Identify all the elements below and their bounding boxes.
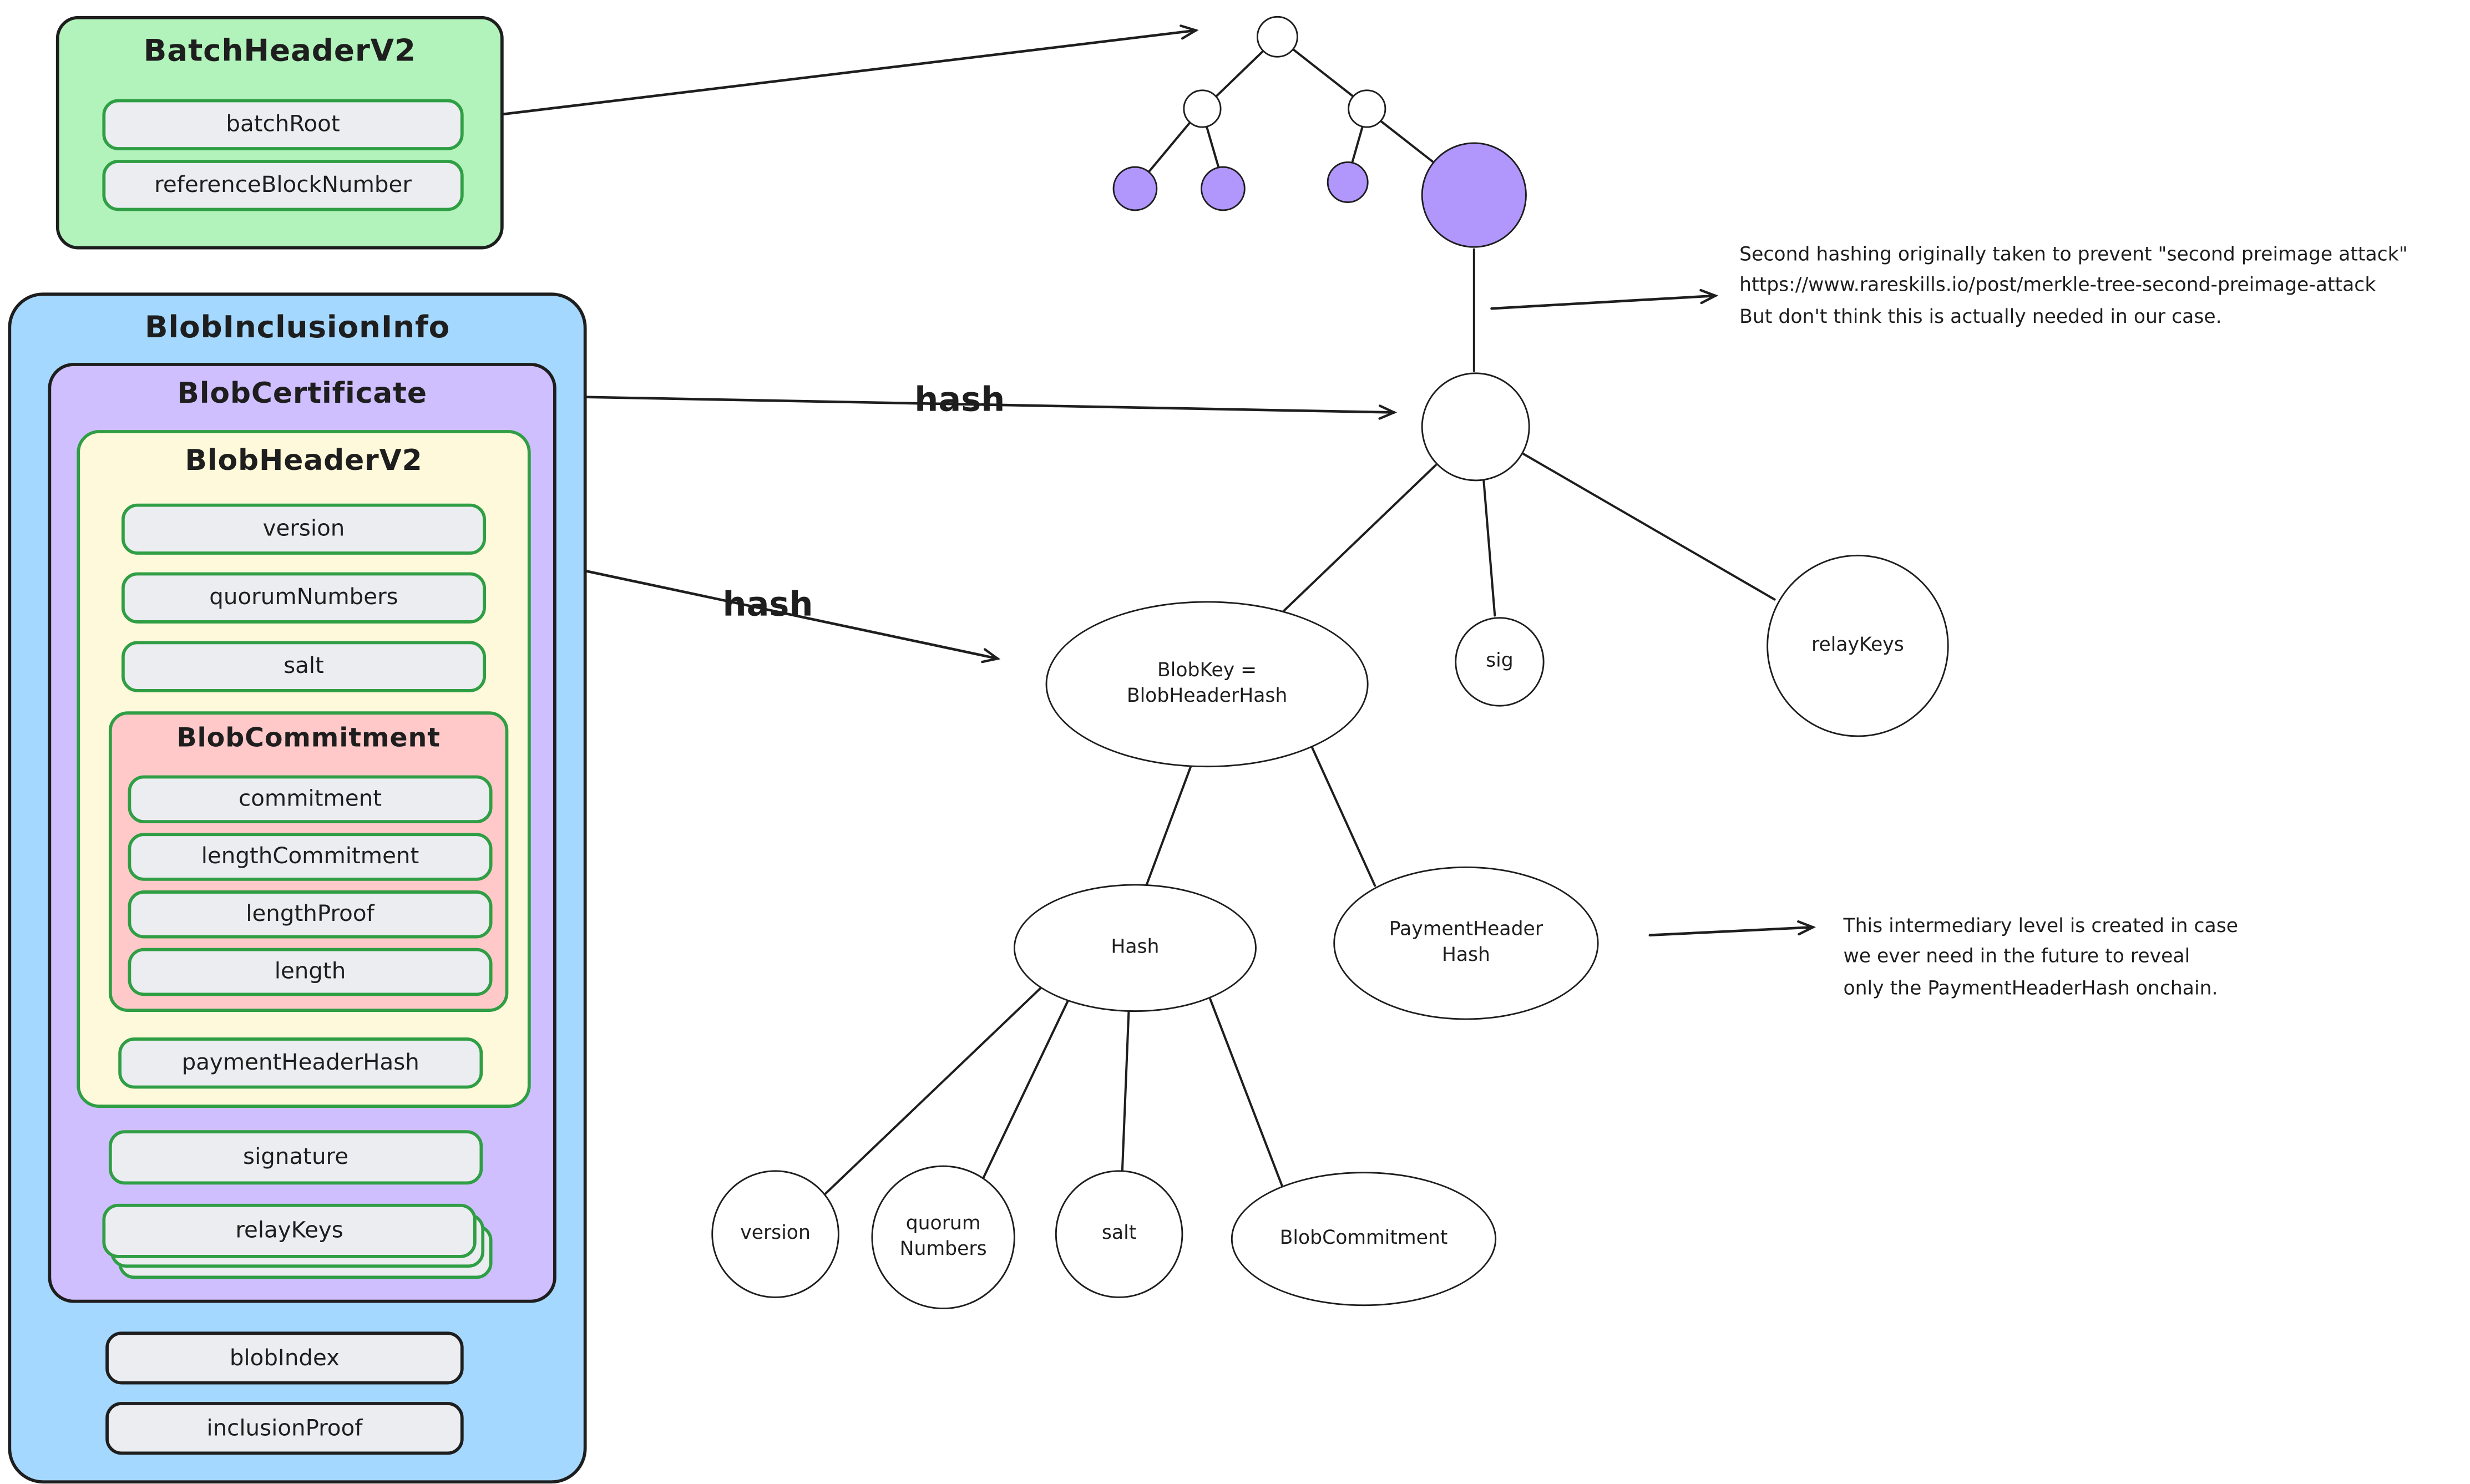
edge-hashcircle-sig	[1482, 478, 1496, 617]
merkle-leaf-3	[1327, 161, 1369, 203]
merkle-root-node	[1256, 16, 1298, 58]
blob-certificate-box: BlobCertificate BlobHeaderV2 version quo…	[48, 363, 556, 1303]
field-inclusionproof: inclusionProof	[105, 1402, 464, 1455]
field-quorumnumbers: quorumNumbers	[122, 572, 487, 624]
field-lengthproof: lengthProof	[128, 890, 493, 939]
blob-commitment-title: BlobCommitment	[176, 722, 441, 753]
blobkey-label-line2: BlobHeaderHash	[1126, 684, 1288, 707]
edge-blobkey-hash	[1145, 764, 1192, 887]
tree-edge-root-right	[1292, 48, 1354, 97]
tree-edge-right-bigleaf	[1380, 120, 1434, 163]
note-second-preimage-line3: But don't think this is actually needed …	[1739, 305, 2222, 328]
blobkey-node: BlobKey = BlobHeaderHash	[1045, 601, 1369, 768]
note-intermediary-line1: This intermediary level is created in ca…	[1843, 914, 2239, 937]
field-version: version	[122, 503, 487, 555]
blob-commitment-box: BlobCommitment commitment lengthCommitme…	[108, 711, 509, 1012]
blob-header-title: BlobHeaderV2	[185, 444, 423, 478]
field-relaykeys-stack: relayKeys	[102, 1203, 499, 1287]
field-lengthcommitment: lengthCommitment	[128, 833, 493, 881]
edge-hashcircle-blobkey	[1278, 464, 1437, 617]
leaf-version-label: version	[740, 1222, 811, 1244]
cert-hash-label: hash	[914, 380, 1005, 419]
field-signature: signature	[108, 1130, 483, 1185]
leaf-salt-label: salt	[1101, 1222, 1137, 1244]
relaykeys-label: relayKeys	[1811, 633, 1904, 656]
field-batchroot: batchRoot	[102, 99, 464, 150]
note-second-preimage-line2: https://www.rareskills.io/post/merkle-tr…	[1739, 274, 2376, 297]
batch-header-box: BatchHeaderV2 batchRoot referenceBlockNu…	[55, 16, 504, 250]
tree-edge-right-leaf3	[1351, 126, 1364, 163]
field-paymentheaderhash: paymentHeaderHash	[118, 1037, 483, 1089]
note-intermediary-line2: we ever need in the future to reveal	[1843, 945, 2190, 968]
leaf-version-node: version	[711, 1170, 839, 1298]
merkle-left-node	[1183, 89, 1222, 128]
leaf-quorum-label-line1: quorum	[905, 1212, 981, 1235]
field-length: length	[128, 948, 493, 996]
edge-batchroot-to-root	[494, 24, 1199, 117]
blob-certificate-title: BlobCertificate	[177, 377, 427, 411]
field-relaykeys: relayKeys	[102, 1203, 477, 1258]
sig-label: sig	[1486, 649, 1514, 672]
leaf-quorum-label-line2: Numbers	[899, 1237, 987, 1260]
leaf-blobcommitment-label: BlobCommitment	[1279, 1226, 1448, 1249]
blob-header-box: BlobHeaderV2 version quorumNumbers salt …	[77, 430, 531, 1108]
note-intermediary-line3: only the PaymentHeaderHash onchain.	[1843, 976, 2218, 999]
hash-node: Hash	[1013, 884, 1257, 1012]
edge-hashcircle-relaykeys	[1522, 453, 1776, 601]
edge-hash-quorum	[982, 999, 1069, 1179]
blob-inclusion-info-box: BlobInclusionInfo BlobCertificate BlobHe…	[8, 292, 587, 1484]
merkle-leaf-1	[1112, 166, 1158, 211]
hash-node-label: Hash	[1111, 935, 1160, 958]
blobkey-label-line1: BlobKey =	[1157, 659, 1257, 682]
edge-hash-version	[823, 986, 1042, 1196]
leaf-salt-node: salt	[1055, 1170, 1183, 1298]
leaf-blobcommitment-node: BlobCommitment	[1231, 1172, 1497, 1306]
header-hash-label: hash	[722, 585, 813, 624]
arrow-header-hash	[523, 556, 1001, 664]
paymentheaderhash-label-line2: Hash	[1441, 943, 1490, 966]
tree-edge-left-leaf2	[1206, 126, 1219, 168]
paymentheaderhash-node: PaymentHeader Hash	[1333, 866, 1599, 1020]
blob-inclusion-info-title: BlobInclusionInfo	[144, 310, 451, 346]
arrow-note-preimage	[1490, 288, 1719, 310]
relaykeys-node: relayKeys	[1767, 554, 1949, 737]
note-second-preimage: Second hashing originally taken to preve…	[1739, 240, 2407, 333]
merkle-right-node	[1348, 89, 1386, 128]
note-second-preimage-line1: Second hashing originally taken to preve…	[1739, 243, 2408, 266]
field-blobindex: blobIndex	[105, 1331, 464, 1385]
merkle-leaf-big	[1421, 142, 1527, 248]
field-referenceblocknumber: referenceBlockNumber	[102, 160, 464, 211]
batch-header-title: BatchHeaderV2	[143, 33, 416, 69]
edge-hash-salt	[1121, 1011, 1130, 1172]
merkle-leaf-2	[1201, 166, 1246, 211]
tree-edge-root-left	[1215, 50, 1264, 97]
sig-node: sig	[1455, 617, 1545, 707]
arrow-note-intermediary	[1648, 920, 1816, 937]
paymentheaderhash-label-line1: PaymentHeader	[1389, 918, 1543, 941]
leaf-quorum-node: quorum Numbers	[871, 1165, 1015, 1310]
edge-hash-blobcommitment	[1209, 997, 1284, 1188]
second-hash-circle	[1421, 372, 1530, 482]
edge-blobkey-payment	[1309, 743, 1376, 887]
arrow-cert-hash	[553, 395, 1398, 420]
field-commitment: commitment	[128, 775, 493, 824]
field-salt: salt	[122, 641, 487, 692]
tree-edge-left-leaf1	[1148, 121, 1191, 173]
note-intermediary: This intermediary level is created in ca…	[1843, 911, 2238, 1005]
